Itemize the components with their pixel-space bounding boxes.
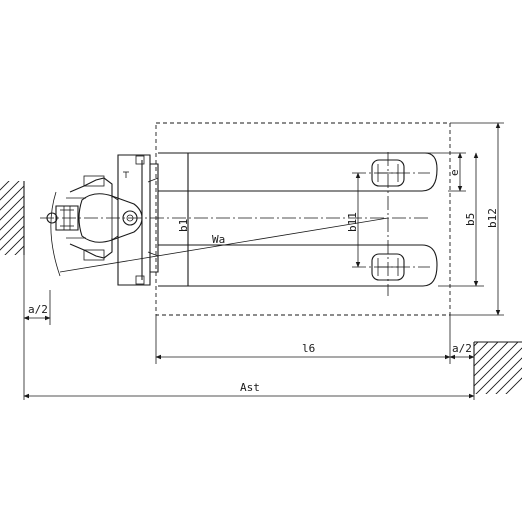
wa-label: Wa	[212, 233, 225, 246]
left-wall	[0, 181, 25, 255]
forks	[158, 152, 438, 287]
chassis	[111, 154, 159, 286]
wa-line	[59, 217, 389, 273]
a-half-right-label: a/2	[452, 342, 472, 355]
tiller-head	[46, 175, 143, 261]
l6-label: l6	[302, 342, 315, 355]
b1-label: b1	[177, 219, 190, 232]
b5-label: b5	[464, 213, 477, 226]
pallet-outline	[155, 122, 451, 316]
a-half-left-label: a/2	[28, 303, 48, 316]
right-wall	[473, 341, 522, 394]
ast-label: Ast	[240, 381, 260, 394]
b12-label: b12	[486, 208, 499, 228]
e-label: e	[448, 169, 461, 176]
b11-label: b11	[346, 212, 359, 232]
